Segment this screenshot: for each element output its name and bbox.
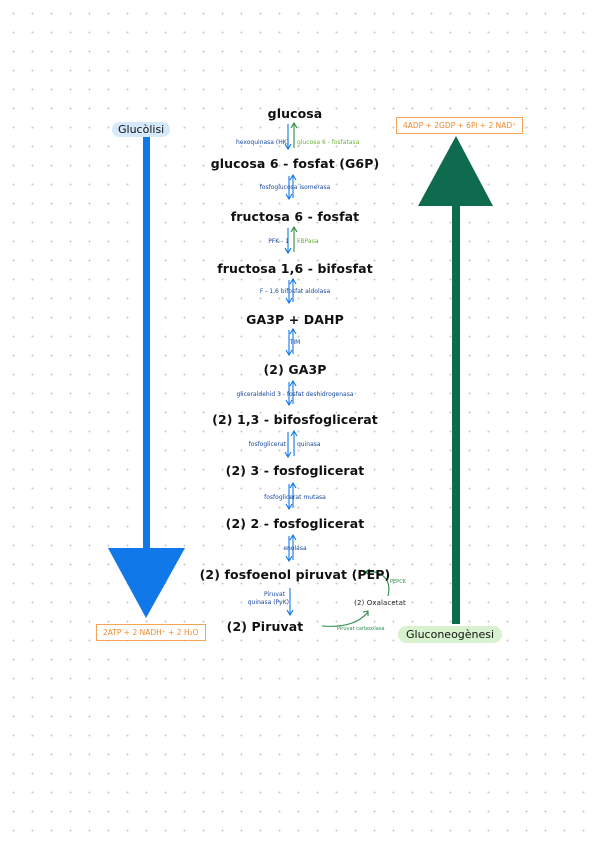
enzyme-piruvat-quinasa-line2: quinasa (PyK) [247, 599, 289, 606]
glycolysis-label: Glucòlisi [112, 122, 171, 137]
enzyme-tim: TIM [289, 339, 301, 346]
enzyme-glucosa-6-fosfatasa: glucosa 6 - fosfatasa [297, 139, 360, 146]
enzyme-hexoquinasa: hexoquinasa (HK) [235, 139, 289, 146]
gluconeogenesis-arrow [418, 136, 493, 624]
bypass-arrows [321, 568, 390, 627]
glycolysis-yield-box: 2ATP + 2 NADH⁺ + 2 H₂O [96, 624, 206, 641]
enzyme-pepck: PEPCK [390, 579, 406, 585]
metabolite-f6p: fructosa 6 - fosfat [230, 209, 360, 224]
metabolite-f16bp: fructosa 1,6 - bifosfat [217, 261, 373, 276]
metabolite-2pg: (2) 2 - fosfoglicerat [225, 516, 365, 531]
metabolite-glucosa: glucosa [267, 106, 323, 121]
metabolite-2-ga3p: (2) GA3P [263, 362, 327, 377]
enzyme-fosfoglicerat-quinasa-right: quinasa [297, 441, 321, 448]
metabolite-piruvat: (2) Piruvat [226, 619, 304, 634]
metabolite-g6p: glucosa 6 - fosfat (G6P) [210, 156, 380, 171]
enzyme-aldolasa: F - 1,6 bifosfat aldolasa [259, 288, 331, 295]
enzyme-fosfoglucosa-isomerasa: fosfoglucosa isomerasa [259, 184, 331, 191]
metabolite-oxalacetat: (2) Oxalacetat [354, 599, 406, 607]
metabolite-13bpg: (2) 1,3 - bifosfoglicerat [212, 412, 378, 427]
gluconeogenesis-input-box: 4ADP + 2GDP + 6Pi + 2 NAD⁺ [396, 117, 524, 134]
enzyme-pfk1: PFK - 1 [268, 238, 289, 245]
enzyme-fosfoglicerat-quinasa-left: fosfoglicerat [248, 441, 286, 448]
enzyme-piruvat-quinasa-line1: Piruvat [263, 591, 285, 598]
metabolite-3pg: (2) 3 - fosfoglicerat [225, 463, 365, 478]
enzyme-enolasa: enolasa [283, 545, 307, 552]
glycolysis-arrow [108, 136, 185, 618]
metabolite-pep: (2) fosfoenol piruvat (PEP) [199, 567, 391, 582]
gluconeogenesis-label: Gluconeogènesi [398, 626, 503, 643]
step-arrows [284, 121, 298, 617]
enzyme-piruvat-carboxilasa: Piruvat carboxilasa [337, 626, 385, 632]
enzyme-fosfoglicerat-mutasa: fosfoglicerat mutasa [264, 494, 326, 501]
enzyme-ga3p-deshidrogenasa: gliceraldehid 3 - fosfat deshidrogenasa [236, 391, 354, 398]
enzyme-fbpasa: FBPasa [297, 238, 319, 245]
metabolite-ga3p-dahp: GA3P + DAHP [246, 312, 344, 327]
